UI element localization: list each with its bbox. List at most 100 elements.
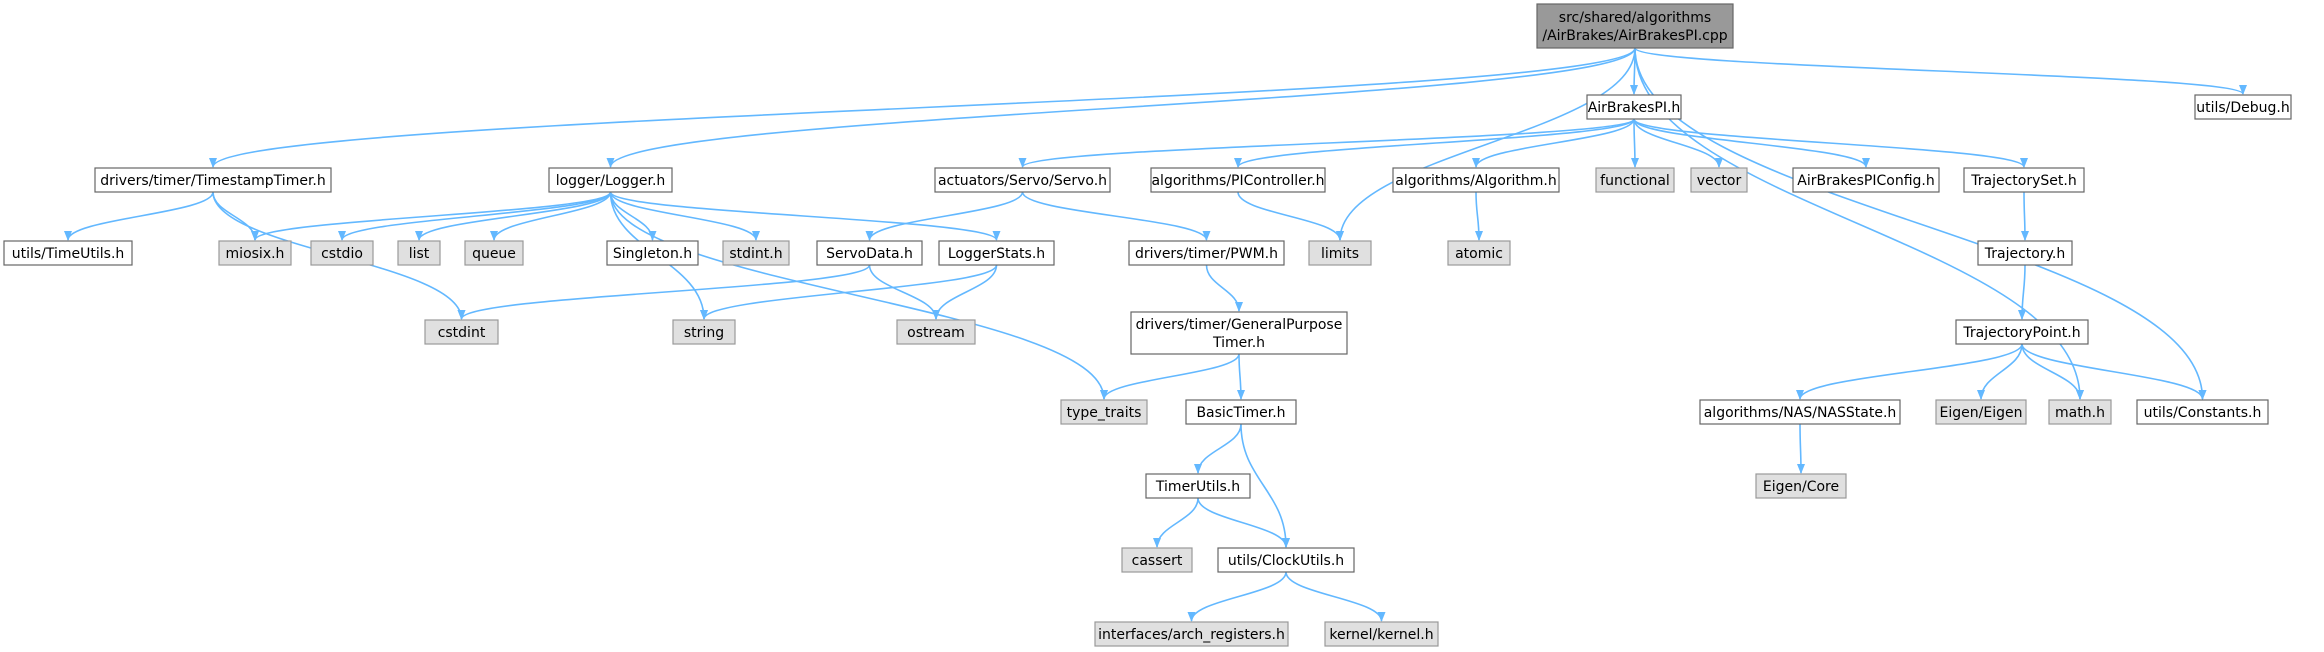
node-label: list (409, 246, 430, 262)
node-box (1145, 473, 1251, 499)
node-label: utils/Debug.h (2196, 100, 2290, 116)
node-box (1094, 621, 1289, 647)
node-timestamp_timer[interactable]: drivers/timer/TimestampTimer.h (94, 167, 332, 193)
edge-logger-to-stdint_h (609, 191, 760, 241)
node-box (310, 240, 374, 266)
node-box (218, 240, 292, 266)
node-airbrakespi_h[interactable]: AirBrakesPI.h (1586, 94, 1682, 120)
node-label: utils/Constants.h (2144, 405, 2262, 421)
node-label: actuators/Servo/Servo.h (938, 173, 1107, 189)
node-cassert: cassert (1121, 547, 1193, 573)
edge-trajectoryset-to-trajectory (2020, 191, 2029, 241)
node-utils_debug[interactable]: utils/Debug.h (2194, 94, 2292, 120)
node-algorithm[interactable]: algorithms/Algorithm.h (1392, 167, 1560, 193)
edge-trajectorypoint-to-utils_constants (2021, 343, 2207, 400)
node-timerutils[interactable]: TimerUtils.h (1145, 473, 1251, 499)
node-eigen: Eigen/Eigen (1935, 399, 2027, 425)
node-box (424, 319, 499, 345)
node-box (1121, 547, 1193, 573)
node-box (816, 240, 923, 266)
node-label: src/shared/algorithms (1559, 10, 1711, 26)
node-timeutils[interactable]: utils/TimeUtils.h (3, 240, 133, 266)
node-box (896, 319, 976, 345)
node-arch_registers: interfaces/arch_registers.h (1094, 621, 1289, 647)
edge-trajectorypoint-to-eigen (1977, 343, 2023, 400)
edge-logger-to-cstdio (338, 191, 612, 241)
node-label: Singleton.h (613, 246, 692, 262)
edge-timerutils-to-cassert (1153, 497, 1199, 548)
edge-airbrakespi_h-to-vector (1633, 118, 1723, 168)
edge-timestamp_timer-to-miosix (212, 191, 259, 241)
node-root[interactable]: src/shared/algorithms/AirBrakes/AirBrake… (1536, 3, 1734, 49)
node-logger[interactable]: logger/Logger.h (548, 167, 673, 193)
edge-pwm-to-gp_timer (1205, 264, 1243, 312)
node-trajectoryset[interactable]: TrajectorySet.h (1963, 167, 2085, 193)
node-box (1130, 311, 1348, 355)
edge-clockutils-to-arch_registers (1187, 571, 1287, 622)
edge-airbrakespi_h-to-airbrakespiconfig (1633, 118, 1870, 168)
node-airbrakespiconfig[interactable]: AirBrakesPIConfig.h (1792, 167, 1940, 193)
node-box (1963, 167, 2085, 193)
node-math_h: math.h (2048, 399, 2112, 425)
node-pwm[interactable]: drivers/timer/PWM.h (1128, 240, 1285, 266)
node-loggerstats[interactable]: LoggerStats.h (938, 240, 1055, 266)
edge-trajectory-to-trajectorypoint (2018, 264, 2027, 320)
edge-picontroller-to-limits (1237, 191, 1344, 241)
node-utils_constants[interactable]: utils/Constants.h (2136, 399, 2269, 425)
node-box (1977, 240, 2073, 266)
edge-gp_timer-to-type_traits (1100, 353, 1240, 400)
node-eigen_core: Eigen/Core (1755, 473, 1847, 499)
node-label: kernel/kernel.h (1329, 627, 1433, 643)
node-box (1690, 167, 1748, 193)
node-nasstate[interactable]: algorithms/NAS/NASState.h (1699, 399, 1901, 425)
node-box (606, 240, 699, 266)
node-type_traits: type_traits (1060, 399, 1148, 425)
node-trajectory[interactable]: Trajectory.h (1977, 240, 2073, 266)
node-box (3, 240, 133, 266)
edge-root-to-timestamp_timer (209, 47, 1636, 168)
node-box (1792, 167, 1940, 193)
node-box (1536, 3, 1734, 49)
node-box (1392, 167, 1560, 193)
edge-root-to-utils_debug (1634, 47, 2247, 95)
edge-servodata-to-cstdint (457, 264, 871, 320)
node-label: Trajectory.h (1984, 246, 2065, 262)
node-basictimer[interactable]: BasicTimer.h (1185, 399, 1297, 425)
edge-gp_timer-to-basictimer (1236, 353, 1245, 400)
node-servodata[interactable]: ServoData.h (816, 240, 923, 266)
node-box (94, 167, 332, 193)
node-trajectorypoint[interactable]: TrajectoryPoint.h (1955, 319, 2089, 345)
node-box (464, 240, 524, 266)
edge-trajectorypoint-to-nasstate (1796, 343, 2023, 400)
node-box (1324, 621, 1439, 647)
node-list: list (397, 240, 441, 266)
node-label: AirBrakesPI.h (1588, 100, 1681, 116)
node-label: math.h (2055, 405, 2105, 421)
node-label: limits (1321, 246, 1359, 262)
node-box (1128, 240, 1285, 266)
node-box (934, 167, 1111, 193)
node-box (672, 319, 736, 345)
node-label: drivers/timer/TimestampTimer.h (100, 173, 326, 189)
node-label: AirBrakesPIConfig.h (1797, 173, 1935, 189)
node-picontroller[interactable]: algorithms/PIController.h (1150, 167, 1326, 193)
node-servo[interactable]: actuators/Servo/Servo.h (934, 167, 1111, 193)
node-label: BasicTimer.h (1196, 405, 1285, 421)
node-clockutils[interactable]: utils/ClockUtils.h (1217, 547, 1355, 573)
node-label: TrajectorySet.h (1970, 173, 2076, 189)
node-singleton[interactable]: Singleton.h (606, 240, 699, 266)
node-label: utils/TimeUtils.h (12, 246, 125, 262)
node-label: drivers/timer/PWM.h (1135, 246, 1278, 262)
node-stdint_h: stdint.h (722, 240, 790, 266)
node-label: atomic (1455, 246, 1503, 262)
node-atomic: atomic (1447, 240, 1511, 266)
edge-timerutils-to-clockutils (1197, 497, 1290, 548)
node-box (1308, 240, 1372, 266)
edge-loggerstats-to-ostream (932, 264, 998, 320)
node-box (938, 240, 1055, 266)
edge-timestamp_timer-to-timeutils (64, 191, 214, 241)
node-box (1595, 167, 1675, 193)
node-label: queue (472, 246, 516, 262)
